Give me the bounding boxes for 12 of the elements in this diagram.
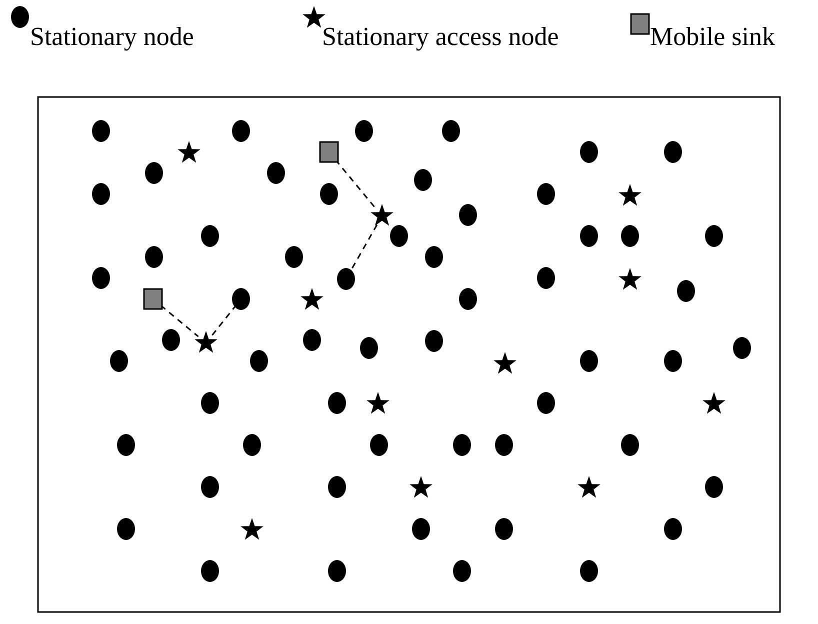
sink-icon	[319, 141, 339, 163]
sensor-node-icon	[337, 268, 355, 290]
legend-label: Mobile sink	[650, 22, 775, 52]
legend-label: Stationary node	[30, 22, 194, 52]
dashed-link	[160, 304, 199, 338]
access-node-icon	[194, 331, 218, 353]
legend-label: Stationary access node	[322, 22, 559, 52]
sink-icon	[143, 288, 163, 310]
dashed-link	[350, 224, 378, 271]
access-node-icon	[370, 204, 394, 226]
sensor-node-icon	[232, 288, 250, 310]
dashed-link	[212, 306, 236, 336]
